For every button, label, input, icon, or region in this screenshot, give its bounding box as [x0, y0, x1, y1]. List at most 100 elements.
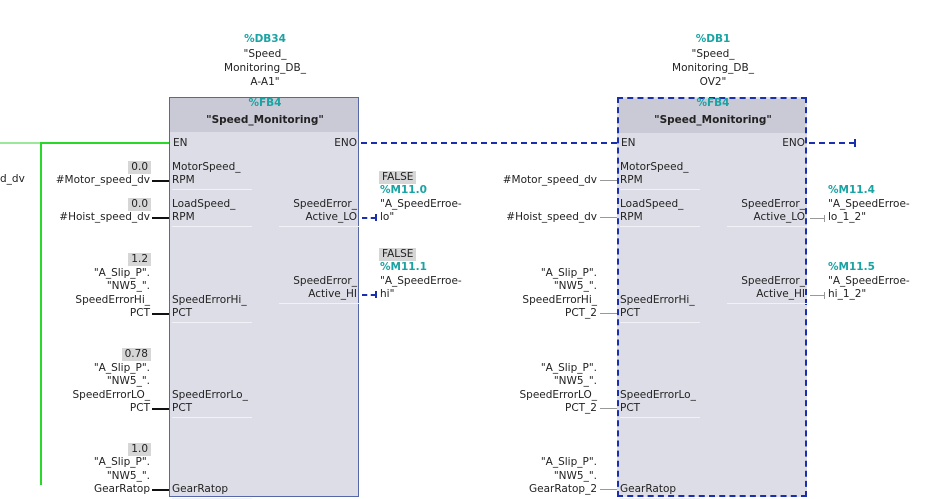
instance-db-name: "Speed_	[243, 48, 287, 60]
output-wire	[362, 294, 376, 296]
pin-separator	[172, 417, 252, 418]
input-operand[interactable]: #Hoist_speed_dv	[506, 211, 597, 223]
input-pin-label: RPM	[620, 174, 643, 186]
input-operand[interactable]: SpeedErrorHi_	[75, 293, 150, 306]
pin-en[interactable]: EN	[173, 137, 188, 149]
input-wire	[152, 489, 169, 491]
input-operand[interactable]: "A_Slip_P".	[540, 456, 597, 468]
input-monitor-value: 1.0	[128, 442, 151, 456]
db-address: %DB34	[244, 33, 286, 45]
fb-address: %FB4	[248, 97, 282, 109]
input-monitor-value: 0.0	[128, 160, 151, 174]
output-operand[interactable]: hi"	[380, 288, 395, 300]
input-pin-label: SpeedErrorHi_	[620, 293, 695, 306]
input-operand[interactable]: "A_Slip_P".	[93, 361, 150, 374]
pin-eno[interactable]: ENO	[782, 137, 805, 149]
input-operand[interactable]: #Motor_speed_dv	[55, 174, 150, 186]
input-operand[interactable]: "A_Slip_P".	[540, 361, 597, 374]
input-pin-label: PCT	[620, 402, 641, 414]
instance-db-name: A-A1"	[250, 76, 280, 88]
pin-separator	[620, 322, 700, 323]
input-wire	[600, 313, 617, 314]
input-operand[interactable]: PCT	[129, 402, 150, 414]
output-wire	[362, 217, 376, 219]
input-operand[interactable]: "NW5_".	[106, 375, 150, 387]
input-operand[interactable]: "A_Slip_P".	[93, 456, 150, 468]
output-operand[interactable]: "A_SpeedErroe-	[828, 197, 910, 210]
output-address[interactable]: %M11.4	[828, 184, 875, 196]
input-wire	[600, 217, 617, 218]
wire-terminal	[375, 214, 377, 221]
input-operand[interactable]: #Motor_speed_dv	[502, 174, 597, 186]
power-rail	[40, 142, 42, 485]
input-pin-label: RPM	[620, 211, 643, 223]
fb-address: %FB4	[696, 97, 730, 109]
pin-eno[interactable]: ENO	[334, 137, 357, 149]
output-pin-label: Active_HI	[756, 288, 805, 300]
instance-db-name: OV2"	[699, 76, 727, 88]
input-operand[interactable]: "NW5_".	[106, 469, 150, 482]
function-block[interactable]	[617, 97, 807, 497]
output-pin-label: SpeedError_	[293, 274, 357, 287]
pin-separator	[620, 417, 700, 418]
input-pin-label: SpeedErrorHi_	[172, 293, 247, 306]
output-address[interactable]: %M11.1	[380, 261, 427, 273]
instance-db-name: Monitoring_DB_	[672, 62, 754, 74]
output-operand[interactable]: lo"	[380, 211, 395, 223]
pin-separator	[620, 189, 700, 190]
output-operand[interactable]: "A_SpeedErroe-	[828, 274, 910, 287]
power-flow-wire	[40, 142, 169, 144]
input-operand[interactable]: #Hoist_speed_dv	[59, 211, 150, 223]
block-header	[619, 99, 805, 133]
pin-separator	[727, 303, 807, 304]
input-pin-label: LoadSpeed_	[620, 197, 684, 210]
eno-output-wire	[809, 142, 855, 144]
eno-to-en-wire	[361, 142, 617, 144]
input-operand[interactable]: SpeedErrorLO_	[519, 388, 598, 401]
input-operand[interactable]: "NW5_".	[553, 469, 597, 482]
output-monitor-value: FALSE	[379, 247, 417, 261]
power-rail-wire	[0, 142, 40, 144]
input-wire	[152, 217, 169, 219]
pin-separator	[172, 189, 252, 190]
output-address[interactable]: %M11.0	[380, 184, 427, 196]
input-pin-label: LoadSpeed_	[172, 197, 236, 210]
input-operand[interactable]: "A_Slip_P".	[540, 266, 597, 279]
input-operand[interactable]: PCT_2	[564, 402, 597, 414]
output-wire	[810, 295, 825, 296]
input-monitor-value: 0.78	[121, 348, 151, 361]
pin-en[interactable]: EN	[621, 137, 636, 149]
pin-separator	[172, 226, 252, 227]
input-operand[interactable]: "NW5_".	[553, 375, 597, 387]
input-pin-label: MotorSpeed_	[172, 160, 241, 173]
input-operand[interactable]: "NW5_".	[553, 280, 597, 292]
input-operand[interactable]: SpeedErrorLO_	[72, 388, 151, 401]
input-operand[interactable]: SpeedErrorHi_	[522, 293, 597, 306]
wire-terminal	[854, 139, 856, 147]
output-operand[interactable]: lo_1_2"	[828, 211, 867, 223]
input-wire	[600, 180, 617, 181]
input-pin-label: SpeedErrorLo_	[172, 388, 248, 401]
input-operand[interactable]: PCT_2	[564, 307, 597, 319]
input-pin-label: MotorSpeed_	[620, 160, 689, 173]
output-wire	[810, 218, 825, 219]
output-address[interactable]: %M11.5	[828, 261, 875, 273]
output-operand[interactable]: hi_1_2"	[828, 288, 867, 300]
output-pin-label: SpeedError_	[741, 197, 805, 210]
input-operand[interactable]: "A_Slip_P".	[93, 266, 150, 279]
function-block[interactable]	[169, 97, 359, 497]
output-operand[interactable]: "A_SpeedErroe-	[380, 274, 462, 287]
input-wire	[600, 489, 617, 490]
input-pin-label: RPM	[172, 174, 195, 186]
output-monitor-value: FALSE	[379, 170, 417, 184]
pin-separator	[279, 303, 359, 304]
db-address: %DB1	[695, 33, 731, 45]
block-header	[170, 98, 358, 132]
input-pin-label: PCT	[172, 307, 193, 319]
input-operand[interactable]: PCT	[129, 307, 150, 319]
input-operand[interactable]: "NW5_".	[106, 280, 150, 292]
wire-terminal	[375, 291, 377, 298]
input-wire	[152, 313, 169, 315]
output-operand[interactable]: "A_SpeedErroe-	[380, 197, 462, 210]
output-pin-label: Active_HI	[308, 288, 357, 300]
